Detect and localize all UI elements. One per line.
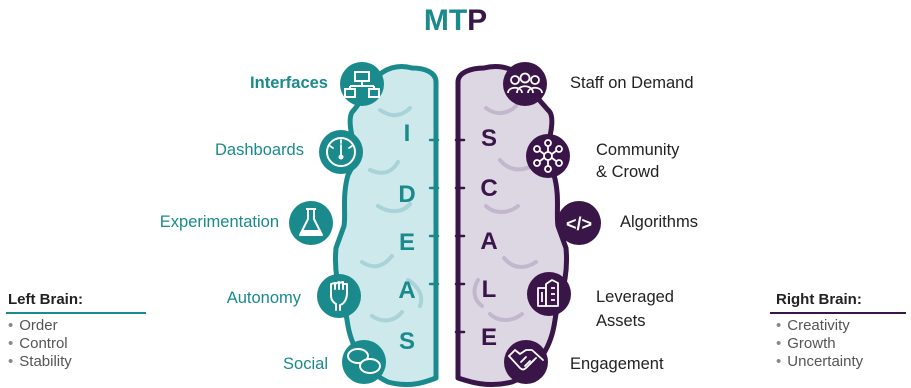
left-brain-heading: Left Brain:: [8, 291, 83, 308]
list-item: Stability: [8, 353, 146, 371]
left-letter-dashes: [428, 138, 440, 286]
label-community-line2: & Crowd: [596, 163, 660, 181]
title-part-mt: MT: [423, 4, 468, 37]
label-social: Social: [283, 355, 328, 373]
list-item: Uncertainty: [776, 353, 906, 371]
label-experimentation: Experimentation: [159, 213, 279, 231]
list-item: Creativity: [776, 317, 906, 335]
ideas-letter-i: I: [403, 120, 411, 147]
left-brain-list: Order Control Stability: [6, 317, 146, 371]
label-community-line1: Community: [596, 141, 680, 159]
list-item: Control: [8, 335, 146, 353]
handshake-icon: [504, 340, 548, 384]
flowchart-icon: [340, 62, 384, 106]
right-brain-divider: [770, 312, 906, 314]
left-brain-panel: Left Brain: Order Control Stability: [6, 291, 146, 371]
scale-letter-s: S: [480, 125, 497, 152]
title-part-p: P: [467, 4, 488, 37]
left-brain-folds: [360, 106, 424, 323]
list-item: Growth: [776, 335, 906, 353]
right-brain-panel: Right Brain: Creativity Growth Uncertain…: [770, 291, 906, 371]
label-interfaces: Interfaces: [250, 74, 328, 92]
ideas-letter-s: S: [398, 328, 415, 355]
network-icon: [526, 134, 570, 178]
people-icon: [503, 62, 547, 106]
ideas-letter-e: E: [398, 229, 415, 256]
scale-letter-l: L: [481, 276, 497, 303]
ideas-letter-a: A: [398, 277, 416, 304]
label-autonomy: Autonomy: [226, 289, 301, 307]
label-engagement: Engagement: [570, 355, 664, 373]
right-letter-dashes: [454, 138, 466, 334]
scale-letter-e: E: [480, 324, 497, 351]
diagram-title: MTP: [0, 4, 911, 38]
label-staff-on-demand: Staff on Demand: [570, 74, 694, 92]
scale-letter-a: A: [480, 228, 498, 255]
chat-bubbles-icon: [342, 340, 386, 384]
right-brain-list: Creativity Growth Uncertainty: [770, 317, 906, 371]
label-leveraged-line1: Leveraged: [596, 288, 674, 306]
list-item: Order: [8, 317, 146, 335]
code-icon: </>: [557, 201, 601, 245]
buildings-icon: [527, 272, 571, 316]
label-leveraged-line2: Assets: [596, 312, 646, 330]
label-algorithms: Algorithms: [620, 213, 698, 231]
label-dashboards: Dashboards: [215, 141, 304, 159]
left-brain-divider: [6, 312, 146, 314]
svg-text:</>: </>: [566, 214, 592, 234]
gauge-icon: [319, 130, 363, 174]
scale-letter-c: C: [480, 175, 498, 202]
ideas-letter-d: D: [398, 181, 416, 208]
right-brain-folds: [472, 104, 538, 322]
right-brain-heading: Right Brain:: [776, 291, 862, 308]
raised-fist-icon: [317, 274, 361, 318]
flask-icon: [289, 201, 333, 245]
